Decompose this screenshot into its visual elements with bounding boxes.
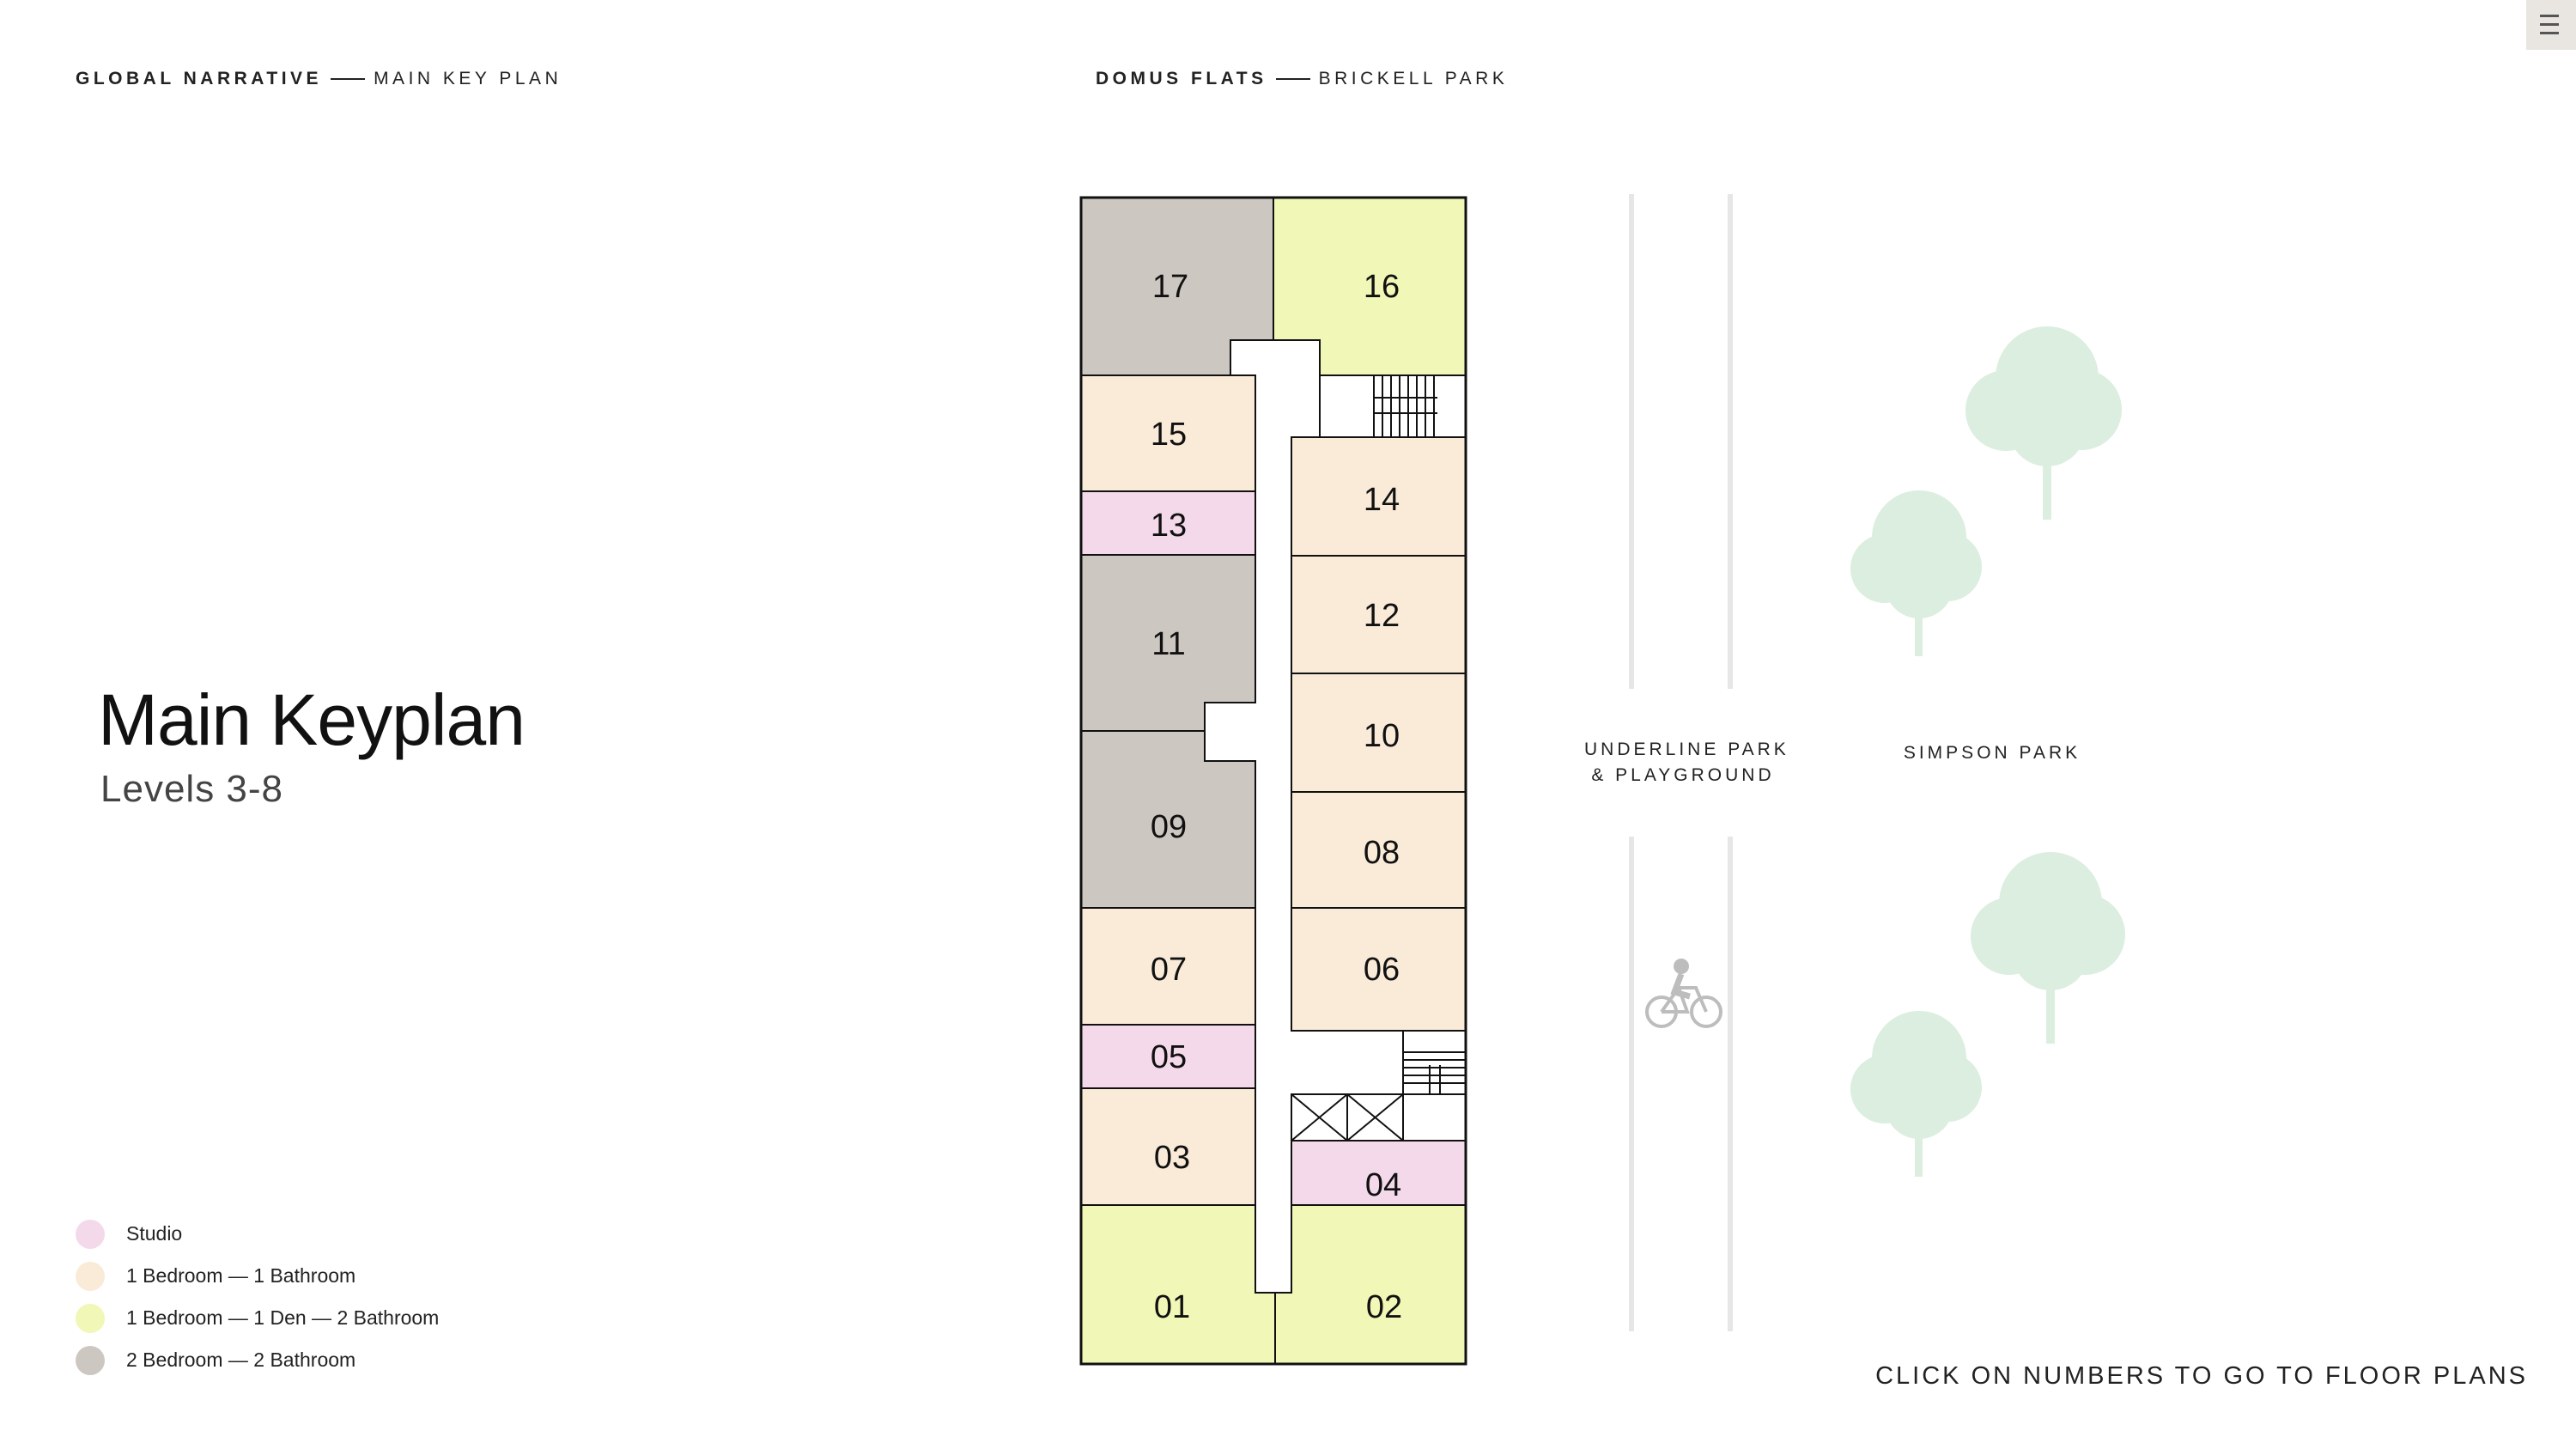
- underline-park-line2: & PLAYGROUND: [1591, 765, 1775, 785]
- legend-swatch: [76, 1219, 105, 1249]
- unit-08-label[interactable]: 08: [1364, 835, 1400, 871]
- unit-12-label[interactable]: 12: [1364, 598, 1400, 634]
- unit-02-label[interactable]: 02: [1366, 1289, 1402, 1325]
- legend-item-2bed-2bath: 2 Bedroom — 2 Bathroom: [76, 1339, 439, 1381]
- unit-13-label[interactable]: 13: [1151, 508, 1187, 544]
- project-location: BRICKELL PARK: [1318, 69, 1509, 88]
- menu-button[interactable]: [2526, 0, 2576, 50]
- breadcrumb-primary: GLOBAL NARRATIVE: [76, 69, 323, 88]
- unit-07[interactable]: 07: [1080, 907, 1256, 1026]
- building-outline: [1079, 196, 1467, 1366]
- unit-08-shape[interactable]: [1291, 791, 1467, 909]
- unit-07-label[interactable]: 07: [1151, 952, 1187, 988]
- underline-park-line1: UNDERLINE PARK: [1584, 740, 1789, 759]
- unit-01[interactable]: 01: [1080, 1204, 1276, 1365]
- unit-12-shape[interactable]: [1291, 555, 1467, 674]
- page-subtitle: Levels 3-8: [100, 768, 284, 810]
- tree-icon: [1850, 490, 1982, 656]
- simpson-park-label: SIMPSON PARK: [1903, 743, 2081, 763]
- tree-icon: [1850, 1011, 1982, 1177]
- unit-08[interactable]: 08: [1291, 791, 1467, 909]
- breadcrumb-global-narrative: GLOBAL NARRATIVE MAIN KEY PLAN: [76, 69, 562, 89]
- unit-03-label[interactable]: 03: [1154, 1140, 1190, 1176]
- unit-02[interactable]: 02: [1274, 1204, 1467, 1365]
- project-name: DOMUS FLATS: [1096, 69, 1267, 88]
- legend-item-1bed-1bath: 1 Bedroom — 1 Bathroom: [76, 1255, 439, 1297]
- unit-06[interactable]: 06: [1291, 907, 1467, 1032]
- unit-04-label[interactable]: 04: [1365, 1167, 1401, 1203]
- legend-label: Studio: [126, 1222, 183, 1245]
- legend-item-1bed-den-2bath: 1 Bedroom — 1 Den — 2 Bathroom: [76, 1297, 439, 1339]
- elevator-icon: [1291, 1093, 1467, 1142]
- unit-11-label[interactable]: 11: [1151, 626, 1185, 662]
- unit-14[interactable]: 14: [1291, 436, 1467, 557]
- legend: Studio 1 Bedroom — 1 Bathroom 1 Bedroom …: [76, 1213, 439, 1381]
- unit-10-shape[interactable]: [1291, 673, 1467, 793]
- unit-03[interactable]: 03: [1080, 1087, 1256, 1206]
- legend-label: 2 Bedroom — 2 Bathroom: [126, 1349, 356, 1371]
- unit-05[interactable]: 05: [1080, 1024, 1256, 1089]
- unit-12[interactable]: 12: [1291, 555, 1467, 674]
- page-title: Main Keyplan: [98, 679, 526, 760]
- legend-swatch: [76, 1345, 105, 1375]
- menu-icon-line: [2540, 23, 2559, 26]
- menu-icon: [2540, 15, 2559, 17]
- unit-04[interactable]: 04: [1291, 1140, 1467, 1206]
- legend-swatch: [76, 1261, 105, 1291]
- legend-swatch: [76, 1303, 105, 1333]
- legend-label: 1 Bedroom — 1 Bathroom: [126, 1264, 356, 1287]
- tree-icon: [1971, 852, 2125, 1044]
- unit-05-label[interactable]: 05: [1151, 1039, 1187, 1075]
- stairs-icon-lower: [1402, 1030, 1467, 1095]
- unit-09-label[interactable]: 09: [1151, 809, 1187, 845]
- stairs-icon: [1319, 374, 1467, 438]
- unit-01-shape[interactable]: [1080, 1204, 1276, 1365]
- unit-10[interactable]: 10: [1291, 673, 1467, 793]
- unit-16-label[interactable]: 16: [1364, 269, 1400, 305]
- unit-13[interactable]: 13: [1080, 490, 1256, 556]
- bicycle-icon: [1645, 959, 1722, 1028]
- unit-03-shape[interactable]: [1080, 1087, 1256, 1206]
- underline-park-label: UNDERLINE PARK & PLAYGROUND: [1584, 737, 1789, 788]
- breadcrumb-secondary: MAIN KEY PLAN: [374, 69, 562, 88]
- unit-10-label[interactable]: 10: [1364, 718, 1400, 754]
- legend-label: 1 Bedroom — 1 Den — 2 Bathroom: [126, 1306, 440, 1329]
- project-divider: [1275, 78, 1310, 81]
- floor-plans-instruction: CLICK ON NUMBERS TO GO TO FLOOR PLANS: [1875, 1362, 2528, 1390]
- legend-item-studio: Studio: [76, 1213, 439, 1255]
- unit-02-shape[interactable]: [1274, 1204, 1467, 1365]
- corridor: [1204, 339, 1404, 1294]
- menu-icon-line: [2540, 32, 2559, 34]
- project-title: DOMUS FLATS BRICKELL PARK: [1096, 69, 1508, 89]
- unit-15-label[interactable]: 15: [1151, 417, 1187, 453]
- unit-17-label[interactable]: 17: [1152, 269, 1188, 305]
- unit-06-label[interactable]: 06: [1364, 952, 1400, 988]
- unit-07-shape[interactable]: [1080, 907, 1256, 1026]
- breadcrumb-divider: [331, 78, 366, 81]
- unit-14-label[interactable]: 14: [1364, 482, 1400, 518]
- underline-park-path: [1629, 194, 1733, 1331]
- unit-01-label[interactable]: 01: [1154, 1289, 1190, 1325]
- tree-icon: [1965, 326, 2122, 520]
- unit-15[interactable]: 15: [1080, 374, 1256, 492]
